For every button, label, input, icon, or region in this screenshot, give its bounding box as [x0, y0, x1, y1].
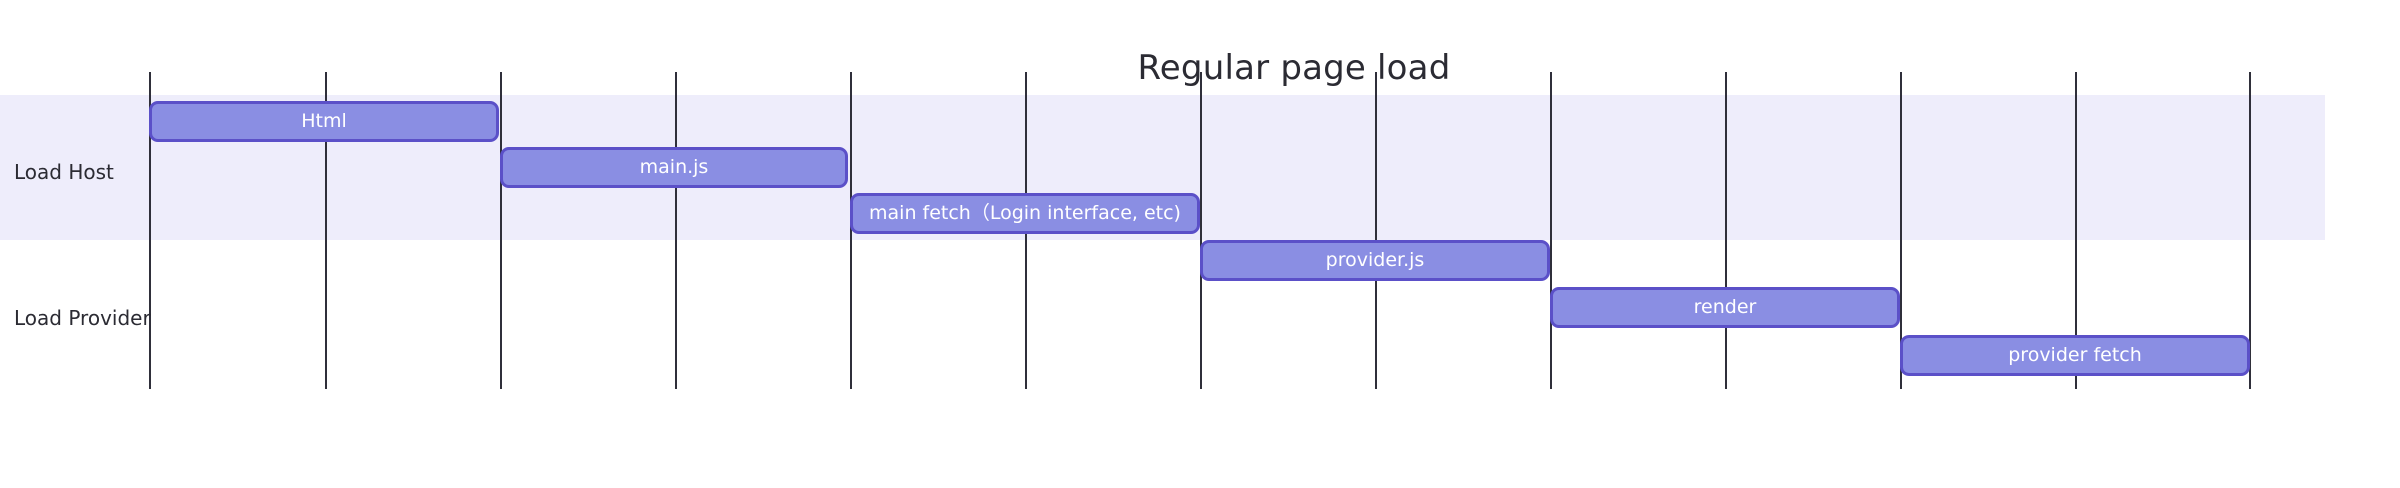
section-label-load-host: Load Host: [14, 160, 114, 184]
task-bar-html[interactable]: Html: [149, 101, 499, 142]
page-title: Regular page load: [0, 8, 2400, 128]
task-bar-provider-js[interactable]: provider.js: [1200, 240, 1550, 281]
task-bar-main-fetch[interactable]: main fetch（Login interface, etc): [850, 193, 1200, 234]
task-bar-main-js[interactable]: main.js: [500, 147, 848, 188]
section-label-load-provider: Load Provider: [14, 306, 151, 330]
task-bar-render[interactable]: render: [1550, 287, 1900, 328]
task-bar-provider-fetch[interactable]: provider fetch: [1900, 335, 2250, 376]
chart-title-text: Regular page load: [1137, 48, 1451, 88]
